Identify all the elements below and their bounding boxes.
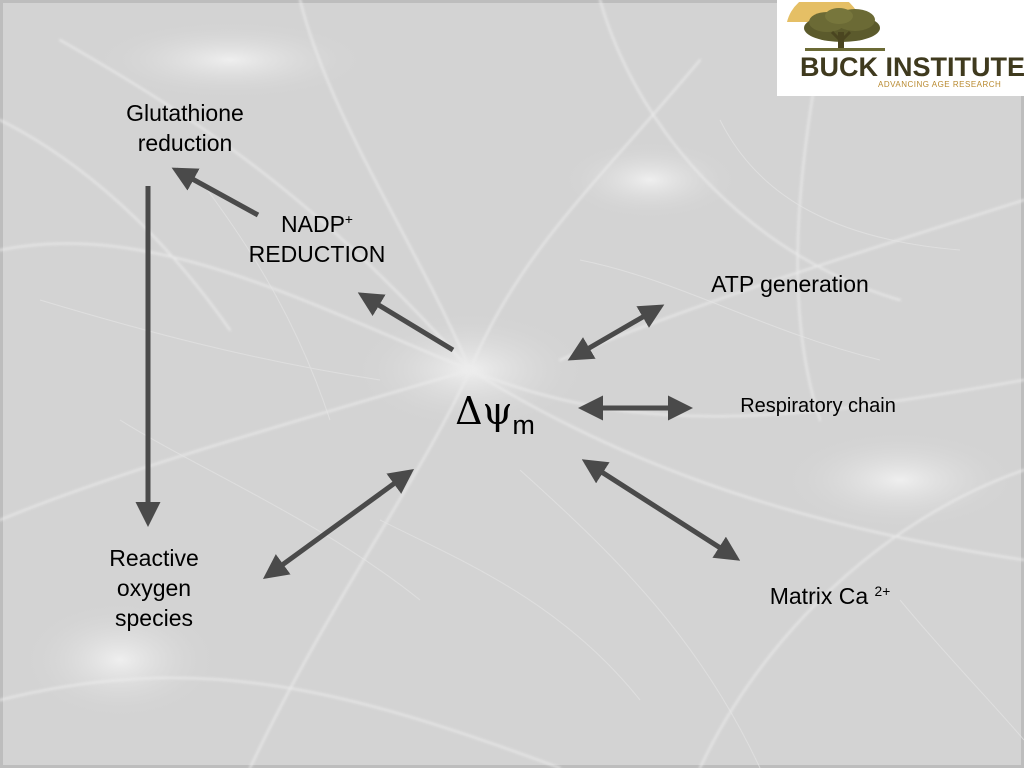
node-ros-line1: Reactive	[109, 545, 199, 571]
node-nadp-main: NADP	[281, 211, 345, 237]
tree-icon	[787, 2, 885, 51]
node-atp-generation: ATP generation	[680, 270, 900, 300]
node-glutathione-line2: reduction	[137, 129, 233, 156]
arrow-nadp-to-glutathione	[171, 167, 260, 218]
node-calcium-main: Matrix Ca	[769, 583, 875, 609]
arrow-center-to-nadp	[357, 292, 455, 353]
node-respiratory-label: Respiratory chain	[740, 395, 896, 417]
logo	[777, 0, 1024, 96]
node-ros-line3: species	[115, 604, 193, 631]
node-center-membrane-potential: Δψm	[440, 389, 550, 439]
node-nadp-line2: REDUCTION	[248, 240, 386, 267]
node-reactive-oxygen-species: Reactive oxygen species	[78, 544, 230, 634]
node-nadp-superscript: +	[344, 212, 353, 227]
node-nadp-reduction: NADP+ REDUCTION	[217, 210, 417, 270]
center-symbol: Δψ	[455, 389, 513, 433]
logo-tagline: ADVANCING AGE RESEARCH	[878, 80, 1002, 89]
logo-name: BUCK INSTITUTE	[800, 52, 1024, 82]
node-glutathione-reduction: Glutathione reduction	[95, 99, 275, 159]
node-matrix-calcium: Matrix Ca 2+	[730, 582, 930, 612]
node-atp-label: ATP generation	[711, 271, 869, 297]
arrow-center-to-atp	[567, 304, 665, 361]
node-ros-line2: oxygen	[116, 574, 192, 601]
arrow-center-to-calcium	[581, 459, 741, 561]
node-respiratory-chain: Respiratory chain	[710, 393, 926, 419]
node-calcium-superscript: 2+	[874, 584, 891, 599]
node-glutathione-line1: Glutathione	[126, 100, 244, 126]
center-subscript: m	[512, 410, 535, 440]
arrow-center-to-ros	[262, 469, 415, 579]
